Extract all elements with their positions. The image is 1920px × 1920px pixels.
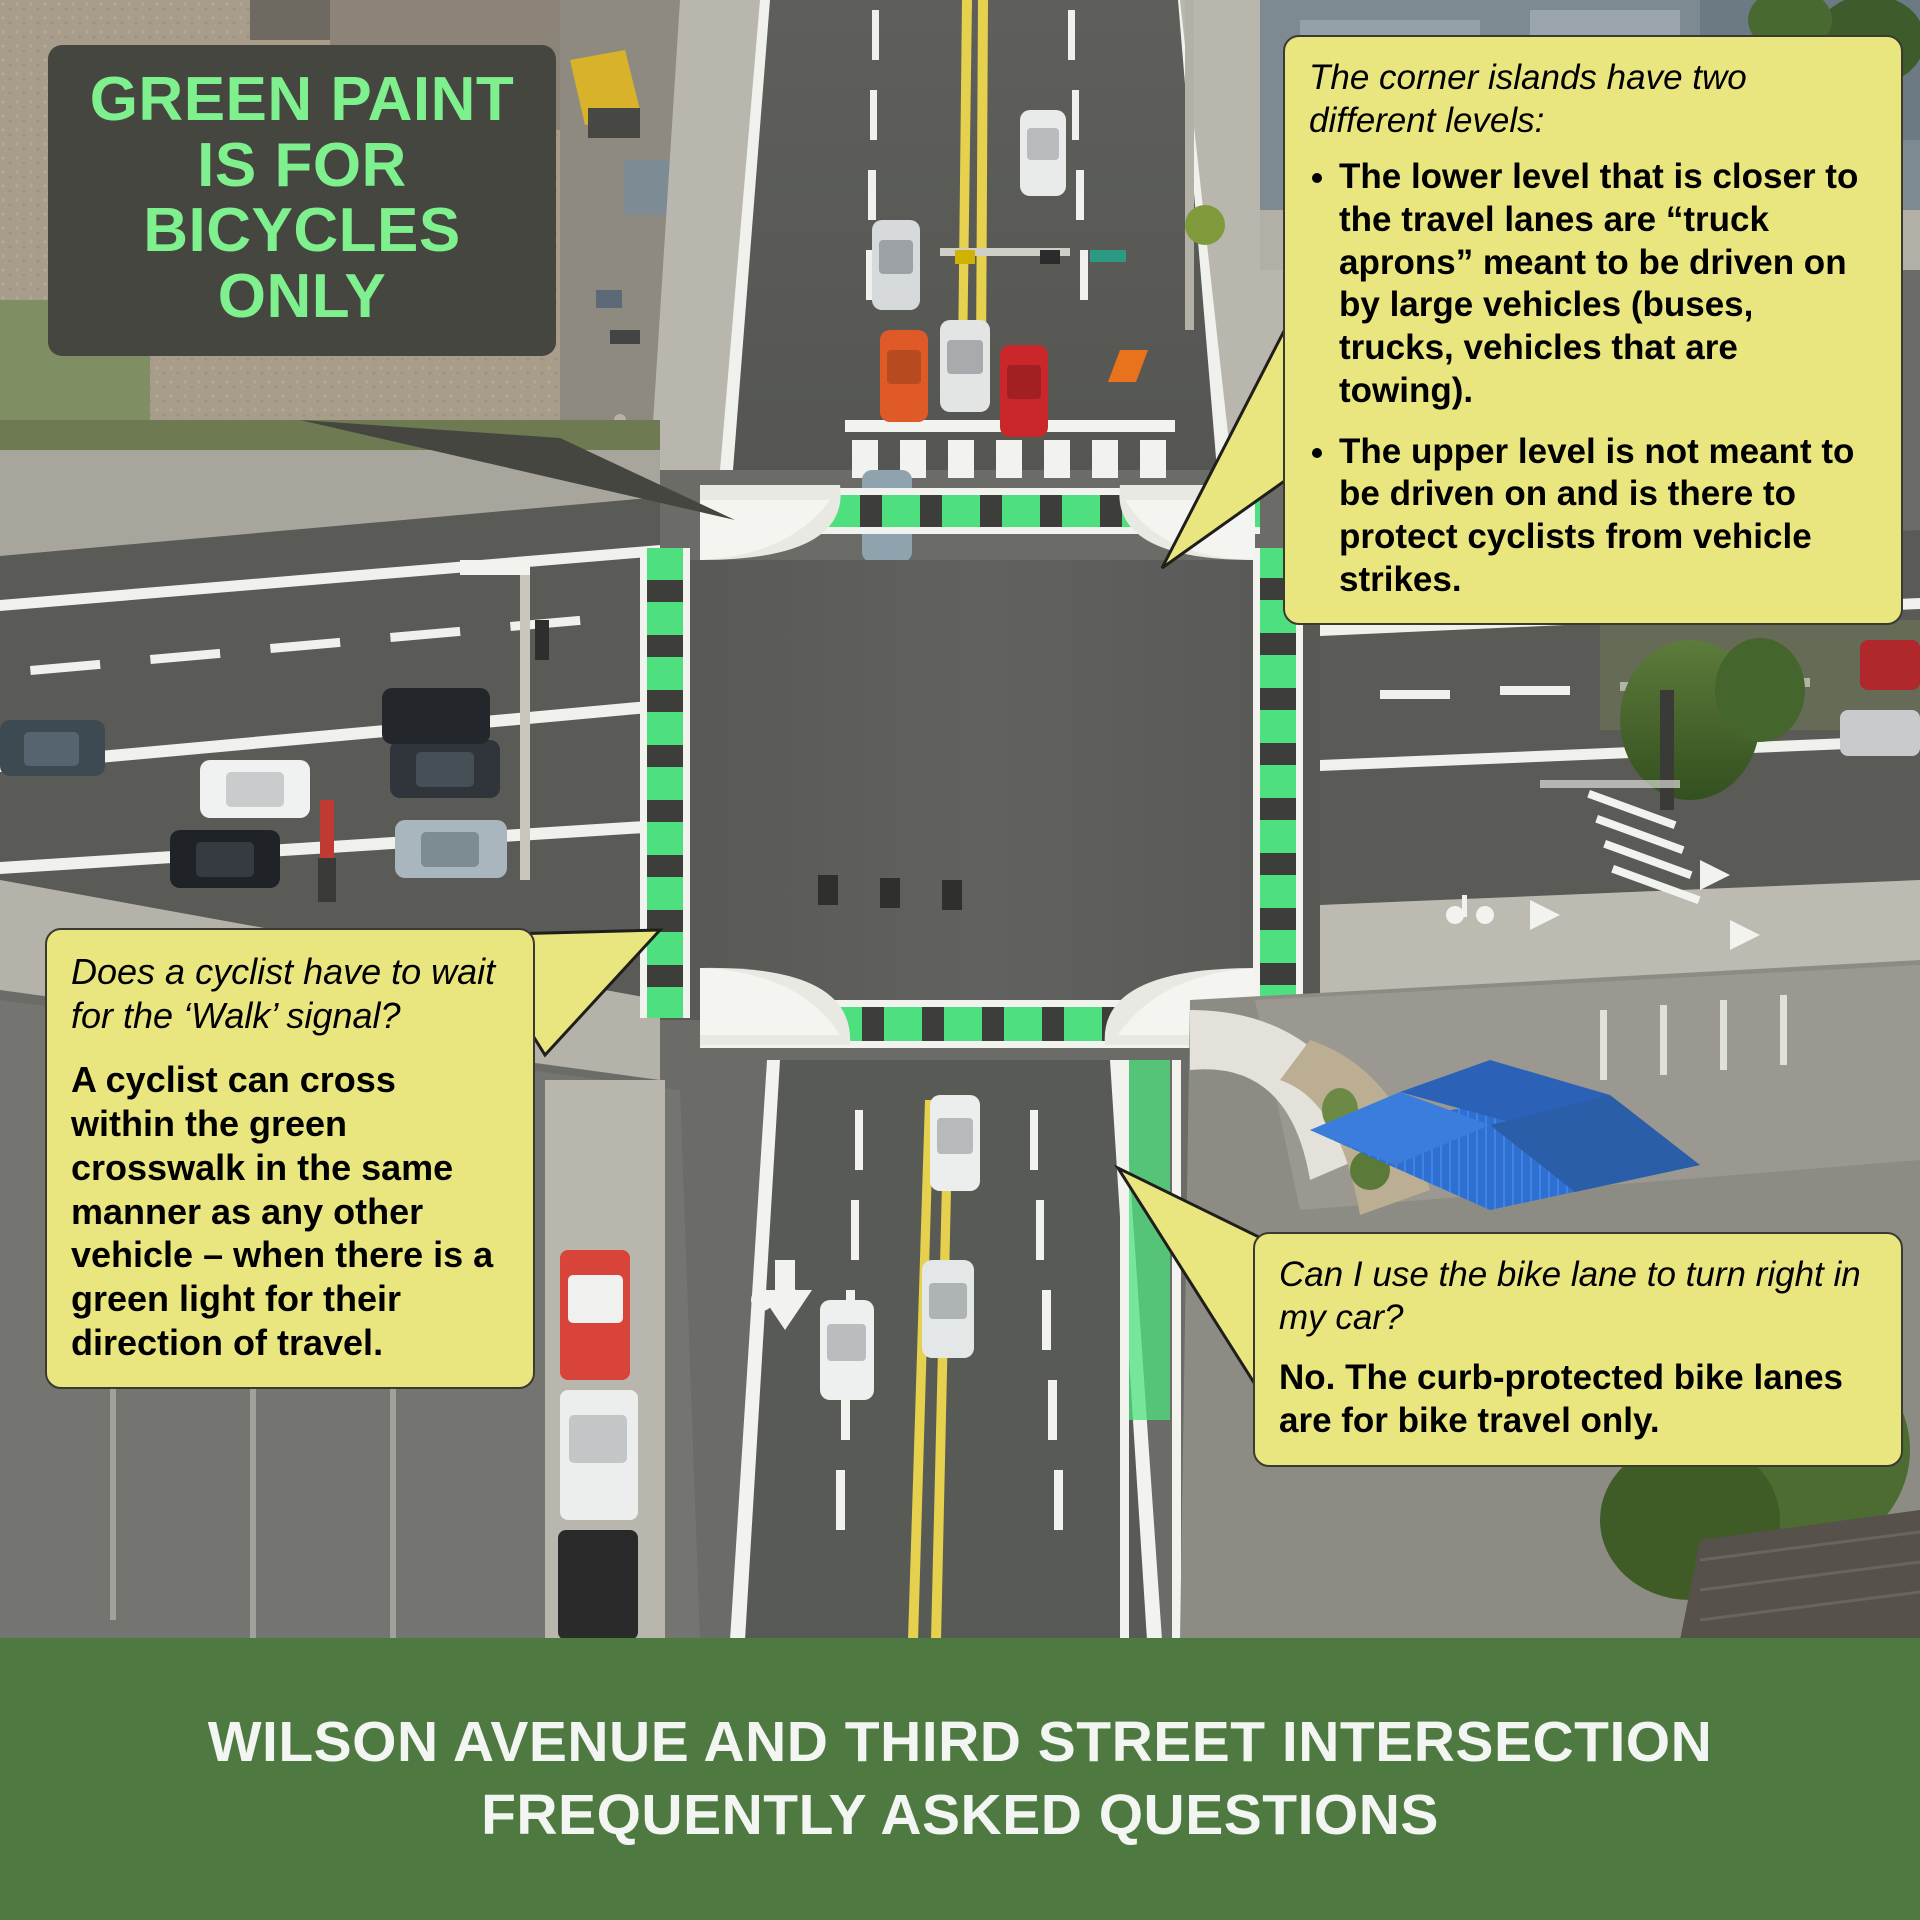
callout-walk-signal: Does a cyclist have to wait for the ‘Wal… — [45, 928, 535, 1390]
corner-islands-bullet-list: The lower level that is closer to the tr… — [1309, 156, 1877, 601]
footer-banner: WILSON AVENUE AND THIRD STREET INTERSECT… — [0, 1638, 1920, 1920]
footer-title-line-2: FREQUENTLY ASKED QUESTIONS — [481, 1783, 1439, 1847]
corner-islands-question: The corner islands have two different le… — [1309, 58, 1747, 140]
bike-lane-turn-question: Can I use the bike lane to turn right in… — [1279, 1255, 1861, 1337]
corner-islands-bullet-upper-level: The upper level is not meant to be drive… — [1339, 431, 1877, 602]
corner-islands-bullet-lower-level: The lower level that is closer to the tr… — [1339, 156, 1877, 412]
footer-title-line-1: WILSON AVENUE AND THIRD STREET INTERSECT… — [207, 1710, 1713, 1775]
green-paint-headline-box: GREEN PAINT IS FOR BICYCLES ONLY — [48, 45, 556, 356]
callout-corner-islands: The corner islands have two different le… — [1283, 35, 1903, 626]
green-paint-headline-text: GREEN PAINT IS FOR BICYCLES ONLY — [89, 65, 515, 332]
callout-bike-lane-turn: Can I use the bike lane to turn right in… — [1253, 1232, 1903, 1467]
bike-lane-turn-answer: No. The curb-protected bike lanes are fo… — [1279, 1358, 1843, 1441]
walk-signal-question: Does a cyclist have to wait for the ‘Wal… — [71, 951, 496, 1036]
walk-signal-answer: A cyclist can cross within the green cro… — [71, 1058, 494, 1364]
